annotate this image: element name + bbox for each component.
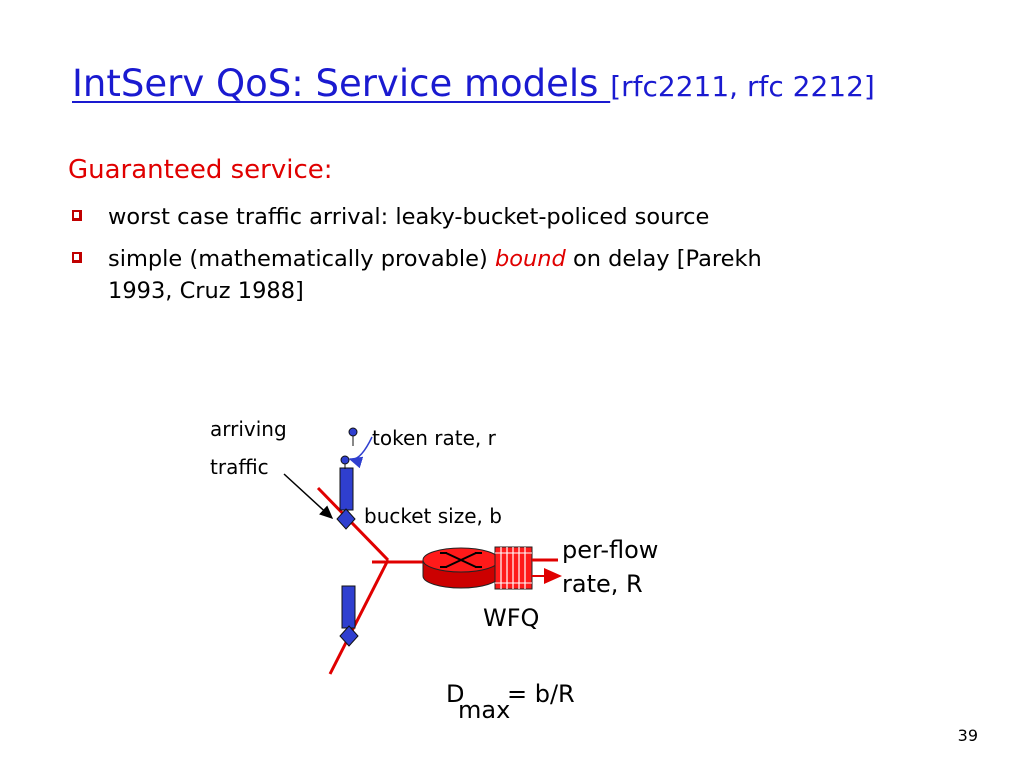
- bullet-text-line2: 1993, Cruz 1988]: [108, 278, 304, 304]
- bullet-text-post: on delay [Parekh: [565, 246, 762, 272]
- arriving-label: arriving: [210, 417, 287, 441]
- title-main: IntServ QoS: Service models: [72, 62, 611, 105]
- bucket-valve-upper-icon: [336, 508, 356, 530]
- formula-subscript: max: [458, 696, 511, 724]
- input-link-upper: [316, 486, 390, 562]
- router-icon: [422, 547, 500, 589]
- arriving-traffic-arrow: [283, 473, 334, 520]
- input-link-lower: [328, 559, 390, 675]
- bullet-text: simple (mathematically provable) bound o…: [108, 243, 762, 307]
- bucket-size-label: bucket size, b: [364, 504, 502, 528]
- bullet-box-icon: [72, 210, 82, 221]
- traffic-label: traffic: [210, 455, 269, 479]
- per-flow-label: per-flow: [562, 536, 659, 564]
- page-number: 39: [957, 726, 978, 745]
- token-icon: [348, 427, 358, 437]
- token-rate-arrow: [348, 436, 373, 469]
- token-rate-label: token rate, r: [372, 426, 496, 450]
- wfq-queue-icon: [494, 546, 533, 590]
- bullet-box-icon: [72, 252, 82, 263]
- subheading: Guaranteed service:: [68, 155, 333, 185]
- formula-rest: = b/R: [507, 680, 575, 708]
- bullet-text-pre: simple (mathematically provable): [108, 246, 495, 272]
- bullet-text: worst case traffic arrival: leaky-bucket…: [108, 204, 710, 230]
- token-icon: [340, 455, 350, 465]
- rate-label: rate, R: [562, 570, 643, 598]
- bucket-valve-lower-icon: [339, 625, 359, 647]
- bullet-emphasis: bound: [494, 246, 566, 272]
- token-bucket-upper: [339, 467, 354, 511]
- slide-title: IntServ QoS: Service models [rfc2211, rf…: [72, 62, 875, 105]
- title-reference: [rfc2211, rfc 2212]: [610, 70, 875, 103]
- token-bucket-lower: [341, 585, 356, 629]
- formula-d: D: [446, 680, 465, 708]
- wfq-label: WFQ: [483, 604, 540, 632]
